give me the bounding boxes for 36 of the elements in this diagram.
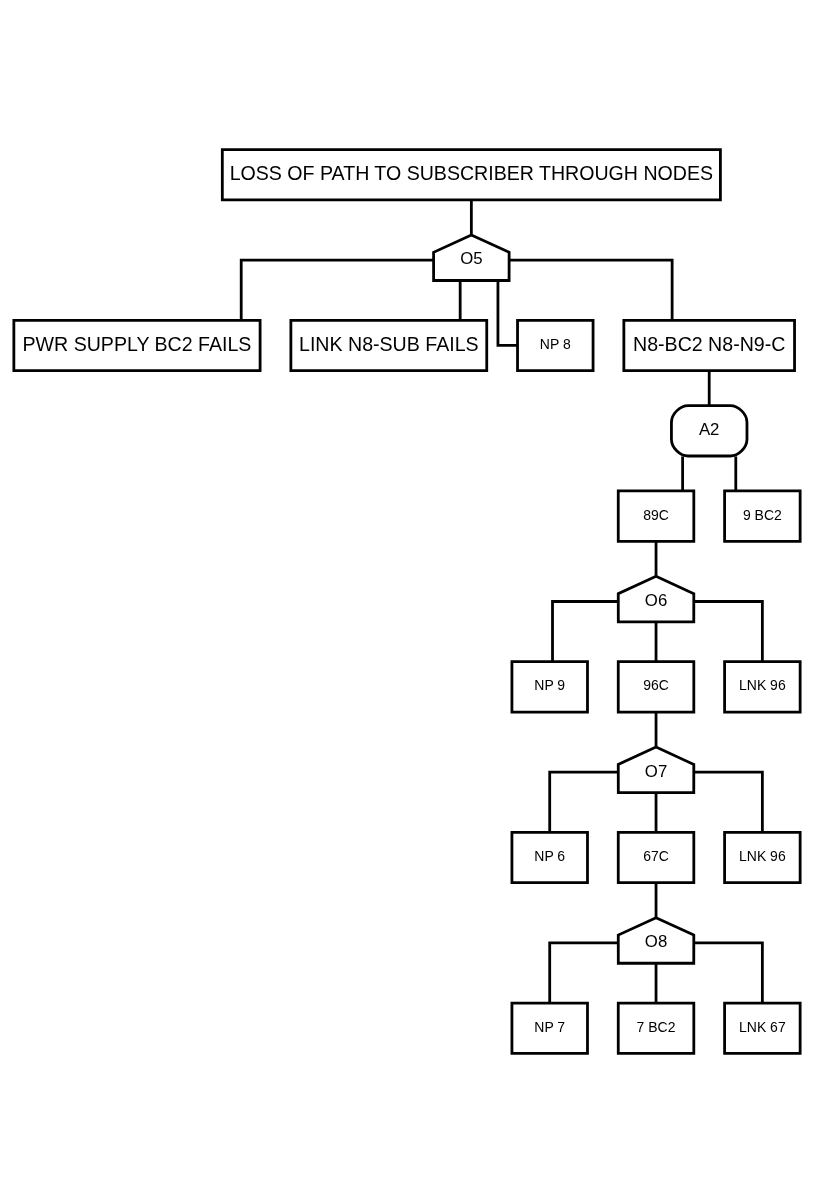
- connector: [693, 770, 764, 832]
- connector: [654, 963, 658, 1003]
- node-box: LNK 96: [723, 659, 802, 713]
- node-box: NP 6: [510, 830, 589, 884]
- connector: [469, 199, 473, 235]
- connector: [693, 599, 764, 661]
- connector: [654, 541, 658, 576]
- node-box: 96C: [616, 659, 696, 713]
- node-box: PWR SUPPLY BC2 FAILS: [12, 318, 262, 372]
- node-box: A2: [670, 403, 749, 457]
- node-box: N8-BC2 N8-N9-C: [622, 318, 796, 372]
- connector: [509, 258, 674, 320]
- node-box: 89C: [616, 489, 696, 543]
- connector: [734, 455, 738, 491]
- connector: [654, 882, 658, 917]
- connector: [693, 941, 764, 1003]
- node-box: NP 7: [510, 1001, 589, 1055]
- node-box: 7 BC2: [616, 1001, 696, 1055]
- node-box: LNK 96: [723, 830, 802, 884]
- connector: [707, 370, 711, 405]
- node-box: LINK N8-SUB FAILS: [289, 318, 489, 372]
- node-box: NP 8: [516, 318, 595, 372]
- connector: [548, 941, 619, 1003]
- node-box: LNK 67: [723, 1001, 802, 1055]
- node-box: NP 9: [510, 659, 589, 713]
- node-box: 9 BC2: [723, 489, 802, 543]
- connector: [681, 455, 684, 491]
- connector: [458, 280, 462, 320]
- node-box: LOSS OF PATH TO SUBSCRIBER THROUGH NODES: [220, 147, 722, 201]
- connector: [239, 258, 434, 320]
- connector: [551, 599, 619, 661]
- connector: [548, 770, 619, 832]
- node-box: 67C: [616, 830, 696, 884]
- connector: [654, 621, 658, 661]
- connector: [654, 792, 658, 832]
- connector: [654, 711, 658, 747]
